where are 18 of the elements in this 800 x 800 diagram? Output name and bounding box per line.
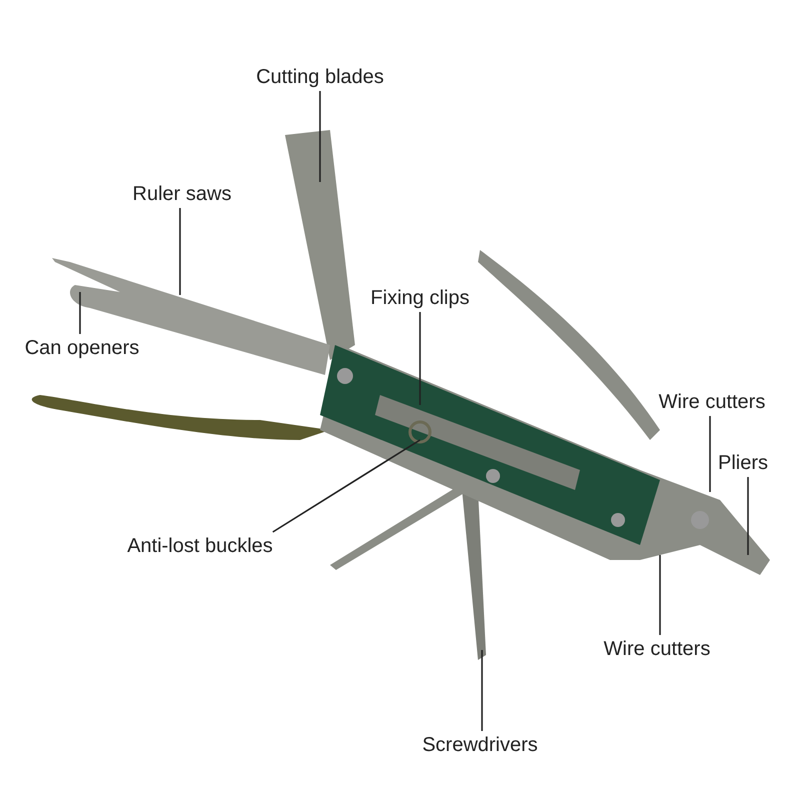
callout-label: Pliers [718, 451, 768, 475]
callout-label: Anti-lost buckles [127, 534, 273, 558]
callout-label: Screwdrivers [422, 733, 538, 757]
callout-label: Fixing clips [370, 286, 470, 310]
callout-label: Wire cutters [604, 637, 710, 661]
leader-line [709, 416, 711, 492]
leader-line [747, 477, 749, 555]
callout-label: Can openers [24, 336, 140, 360]
leader-line [272, 439, 420, 533]
callout-label: Ruler saws [132, 182, 232, 206]
leader-line [481, 650, 483, 731]
callout-label: Wire cutters [658, 390, 766, 414]
leader-line [79, 292, 81, 334]
callout-label: Cutting blades [256, 65, 384, 89]
leader-line [659, 555, 661, 635]
leader-line [319, 91, 321, 182]
leader-line [419, 312, 421, 405]
leader-line [179, 208, 181, 295]
